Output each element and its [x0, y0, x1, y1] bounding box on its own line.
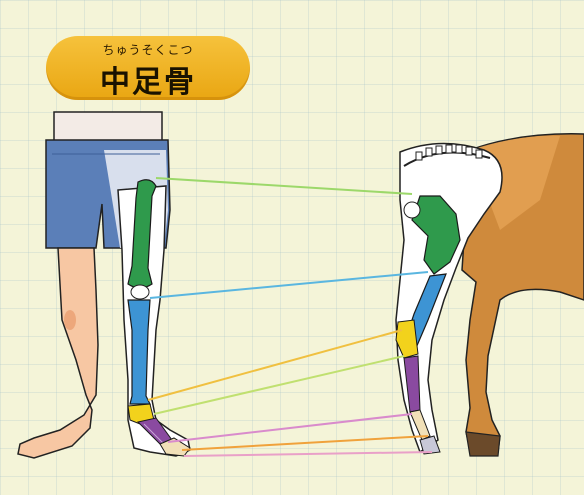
connector-line-toe-orange	[182, 436, 428, 450]
connector-line-pelvis	[156, 178, 412, 194]
connector-line-knee	[150, 272, 428, 298]
human-leg-skin	[18, 248, 98, 458]
title-badge: ちゅうそくこつ 中足骨	[46, 36, 250, 100]
page-title: 中足骨	[46, 57, 250, 101]
connector-lines	[148, 178, 432, 456]
human-leg-illustration	[18, 112, 190, 458]
connector-line-toe-purple	[168, 414, 412, 442]
human-leg-outline	[118, 186, 190, 456]
connector-line-toe-pink	[184, 452, 432, 456]
horse-hindquarter-illustration	[396, 134, 584, 456]
title-ruby: ちゅうそくこつ	[46, 41, 250, 58]
